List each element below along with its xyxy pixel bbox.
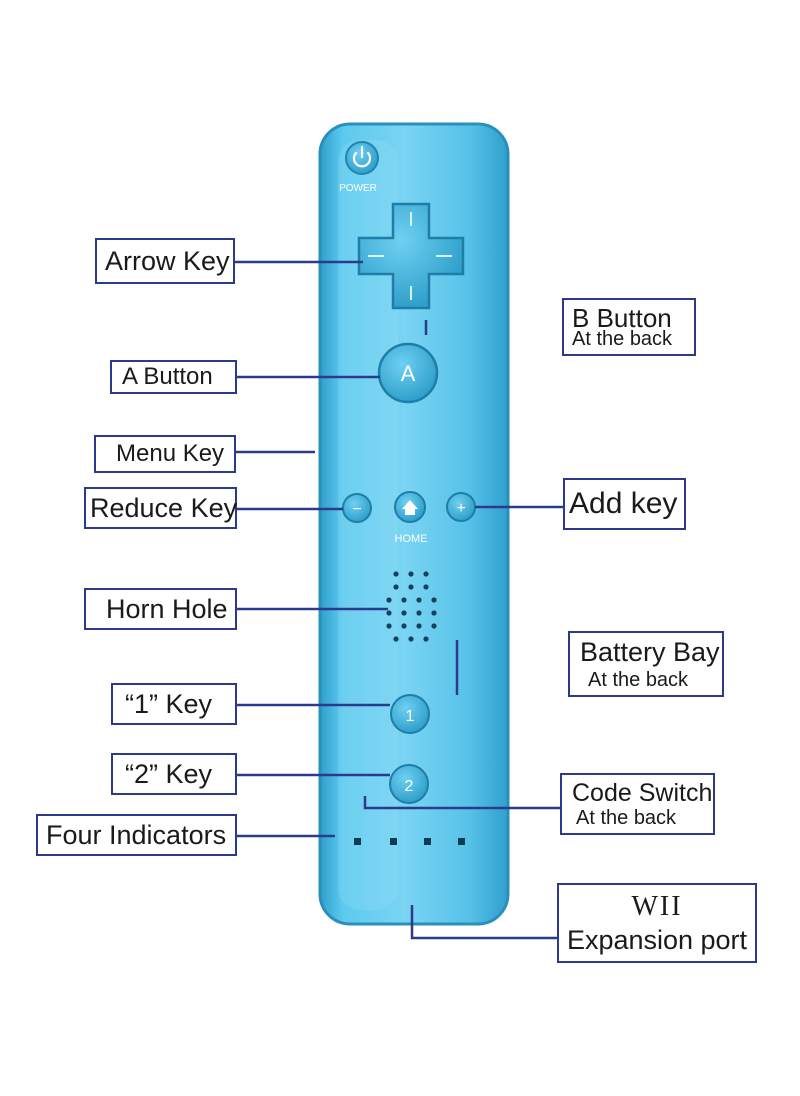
plus-label: + bbox=[456, 500, 465, 517]
callout-add-key-text: Add key bbox=[569, 487, 678, 520]
callout-b-button-text: B Button bbox=[572, 303, 672, 333]
horn-hole bbox=[431, 610, 437, 616]
horn-hole bbox=[401, 597, 407, 603]
house-icon bbox=[402, 500, 418, 515]
one-button[interactable] bbox=[390, 694, 430, 734]
callout-battery-bay-sub: At the back bbox=[588, 668, 689, 691]
callout-arrow-key: Arrow Key bbox=[95, 238, 235, 284]
horn-hole bbox=[386, 623, 392, 629]
horn-hole bbox=[401, 623, 407, 629]
callout-key-two: “2” Key bbox=[111, 753, 237, 795]
horn-hole bbox=[431, 597, 437, 603]
callout-battery-bay: Battery Bay At the back bbox=[568, 631, 724, 697]
callout-a-button: A Button bbox=[110, 360, 237, 394]
arrow-key-dpad[interactable] bbox=[357, 202, 465, 310]
callout-menu-key: Menu Key bbox=[94, 435, 236, 473]
leader-expansion-port bbox=[410, 905, 558, 940]
callout-battery-bay-text: Battery Bay bbox=[580, 636, 720, 667]
callout-expansion-port: WII Expansion port bbox=[557, 883, 757, 963]
horn-hole bbox=[416, 597, 422, 603]
callout-a-button-text: A Button bbox=[122, 363, 213, 390]
leader-lines bbox=[233, 260, 563, 940]
callout-code-switch: Code Switch At the back bbox=[560, 773, 715, 835]
minus-label: − bbox=[352, 501, 361, 518]
power-icon bbox=[352, 145, 372, 168]
horn-hole bbox=[423, 636, 429, 642]
horn-hole bbox=[423, 571, 429, 577]
one-label: 1 bbox=[406, 708, 415, 725]
horn-hole bbox=[408, 636, 414, 642]
callout-expansion-port-text: Expansion port bbox=[566, 924, 748, 955]
callout-horn-hole-text: Horn Hole bbox=[106, 593, 228, 624]
callout-key-one: “1” Key bbox=[111, 683, 237, 725]
indicator-led bbox=[424, 838, 431, 845]
horn-hole bbox=[416, 610, 422, 616]
callout-code-switch-text: Code Switch bbox=[572, 778, 713, 807]
horn-hole bbox=[423, 584, 429, 590]
power-label: POWER bbox=[339, 183, 377, 194]
horn-hole bbox=[408, 571, 414, 577]
horn-hole-grid bbox=[386, 571, 437, 642]
leader-code-switch bbox=[363, 796, 560, 810]
callout-b-button: B Button At the back bbox=[562, 298, 696, 356]
a-button-label: A bbox=[401, 361, 416, 386]
callout-arrow-key-text: Arrow Key bbox=[105, 245, 230, 276]
horn-hole bbox=[401, 610, 407, 616]
remote-body-highlight bbox=[338, 140, 398, 910]
callout-four-indicators-text: Four Indicators bbox=[46, 819, 227, 850]
horn-hole bbox=[386, 610, 392, 616]
callout-wii-text: WII bbox=[631, 890, 683, 922]
callout-reduce-key-text: Reduce Key bbox=[90, 492, 238, 523]
callout-key-one-text: “1” Key bbox=[125, 688, 213, 719]
a-button[interactable] bbox=[377, 342, 439, 404]
two-button[interactable] bbox=[389, 764, 429, 804]
callout-b-button-sub: At the back bbox=[572, 328, 673, 350]
horn-hole bbox=[431, 623, 437, 629]
indicator-led bbox=[354, 838, 361, 845]
callout-code-switch-sub: At the back bbox=[576, 806, 677, 829]
callout-four-indicators: Four Indicators bbox=[36, 814, 237, 856]
horn-hole bbox=[386, 597, 392, 603]
callout-horn-hole: Horn Hole bbox=[84, 588, 237, 630]
home-label: HOME bbox=[395, 533, 428, 545]
horn-hole bbox=[393, 636, 399, 642]
remote-body bbox=[318, 122, 510, 926]
callout-reduce-key: Reduce Key bbox=[84, 487, 237, 529]
two-label: 2 bbox=[405, 778, 414, 795]
callout-add-key: Add key bbox=[563, 478, 686, 530]
horn-hole bbox=[393, 571, 399, 577]
indicator-led bbox=[458, 838, 465, 845]
indicator-led bbox=[390, 838, 397, 845]
horn-hole bbox=[408, 584, 414, 590]
horn-hole bbox=[393, 584, 399, 590]
callout-menu-key-text: Menu Key bbox=[116, 440, 225, 467]
callout-key-two-text: “2” Key bbox=[125, 758, 213, 789]
horn-hole bbox=[416, 623, 422, 629]
